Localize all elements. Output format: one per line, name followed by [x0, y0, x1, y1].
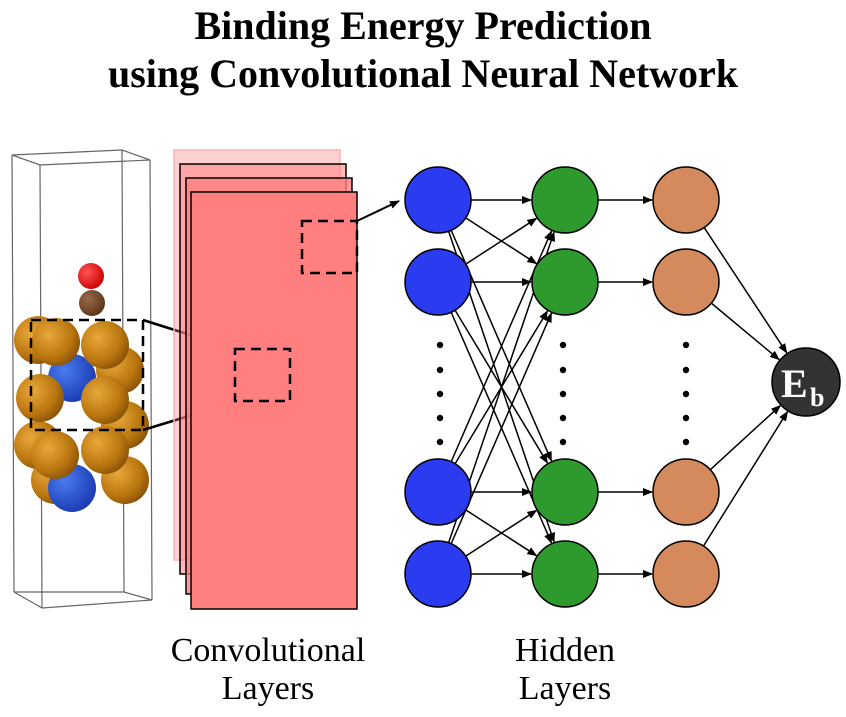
hidden-node	[531, 248, 599, 316]
conv-receptive-field	[233, 347, 292, 403]
network-connections	[447, 196, 789, 578]
hidden-output-connection	[703, 227, 788, 354]
hidden-node	[531, 540, 599, 608]
input-hidden-connection	[465, 509, 538, 557]
metal-atom	[81, 376, 129, 424]
input-hidden-connection	[465, 217, 538, 265]
hidden-output-connection	[702, 410, 789, 547]
hidden-layer-2-nodes	[652, 166, 720, 608]
input-layer-nodes	[404, 166, 472, 608]
title-line-1: Binding Energy Prediction	[194, 3, 652, 48]
output-node-label: E	[781, 361, 808, 406]
input-node	[404, 458, 472, 526]
title-line-2: using Convolutional Neural Network	[107, 51, 739, 96]
conv-to-input-arrow	[356, 200, 400, 222]
input-node	[404, 540, 472, 608]
input-node	[404, 248, 472, 316]
hidden-label-line-2: Layers	[518, 670, 612, 707]
hidden-layer-1-nodes	[531, 166, 599, 608]
hidden-label-line-1: Hidden	[514, 632, 616, 669]
carbon-atom	[79, 290, 105, 316]
conv-label-line-2: Layers	[221, 670, 315, 707]
diagram-title: Binding Energy Prediction using Convolut…	[0, 2, 846, 98]
metal-atom	[31, 431, 79, 479]
hidden-output-connection	[710, 302, 780, 361]
metal-atom	[81, 426, 129, 474]
metal-atom	[81, 321, 129, 369]
ellipsis-dots	[436, 341, 690, 446]
conv-feature-map	[190, 191, 358, 610]
hidden-node	[652, 458, 720, 526]
hidden-node	[652, 248, 720, 316]
input-node	[404, 166, 472, 234]
convolutional-layer-stack	[173, 149, 359, 610]
convolutional-layers-label: Convolutional Layers	[148, 632, 388, 708]
output-node: E b	[771, 347, 841, 417]
conv-label-line-1: Convolutional	[170, 632, 366, 669]
hidden-node	[652, 166, 720, 234]
atomic-structure	[14, 263, 149, 512]
oxygen-atom	[78, 263, 104, 289]
hidden-node	[652, 540, 720, 608]
hidden-node	[531, 166, 599, 234]
conv-output-field	[300, 219, 359, 275]
metal-atom	[16, 374, 64, 422]
hidden-node	[531, 458, 599, 526]
metal-atom	[32, 318, 80, 366]
output-node-subscript: b	[810, 383, 824, 412]
hidden-output-connection	[709, 404, 781, 471]
hidden-layers-label: Hidden Layers	[470, 632, 660, 708]
